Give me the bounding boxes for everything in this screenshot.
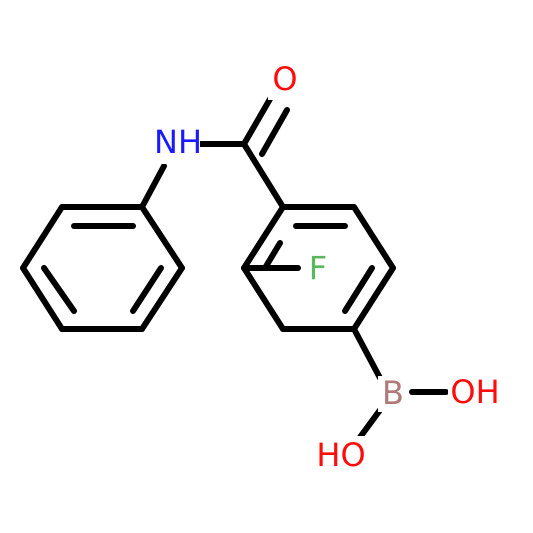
atom-b-label: B <box>382 374 404 412</box>
bond <box>262 240 283 271</box>
atom-nh-label: NH <box>154 123 202 161</box>
bond <box>20 265 65 332</box>
bond <box>241 204 286 271</box>
bonds <box>20 96 449 443</box>
bond <box>139 265 185 332</box>
atom-labels: NH O F B OH HO <box>154 60 502 474</box>
bond <box>139 163 167 210</box>
bond <box>20 204 65 271</box>
bond <box>351 265 396 332</box>
atom-oh-right-label: OH <box>450 373 499 411</box>
bond <box>241 141 286 210</box>
bond <box>259 107 290 157</box>
bond <box>355 407 383 443</box>
bond <box>342 265 375 314</box>
bond <box>41 265 77 314</box>
atom-f-label: F <box>309 249 327 287</box>
atom-ho-left-label: HO <box>316 436 365 474</box>
bond <box>351 326 383 381</box>
bond <box>139 204 185 271</box>
bond <box>130 265 164 314</box>
bond <box>241 96 273 147</box>
bond <box>241 265 286 332</box>
bond <box>351 204 396 271</box>
atom-o-label: O <box>272 60 297 98</box>
